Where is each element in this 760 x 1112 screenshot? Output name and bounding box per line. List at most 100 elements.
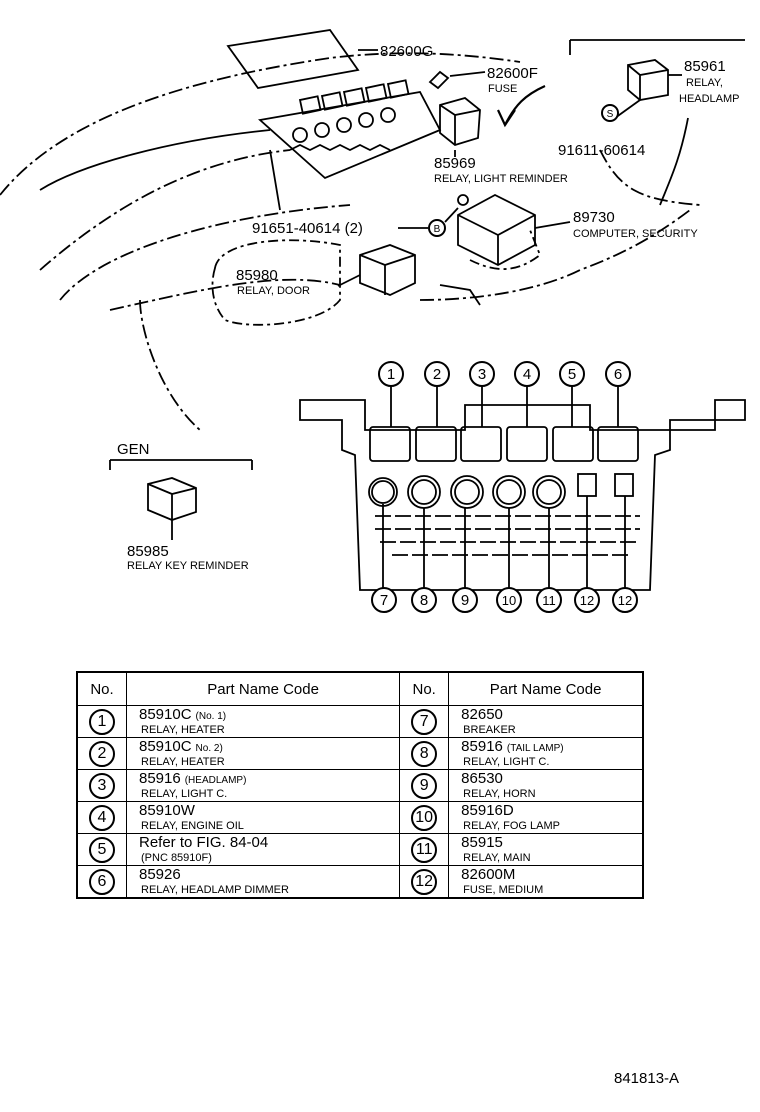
item-number: 9: [411, 772, 438, 799]
part-note: (No. 1): [195, 711, 227, 722]
part-code-line: 82650: [449, 707, 642, 724]
part-name: RELAY, LIGHT C.: [141, 788, 228, 800]
drawing-id: 841813-A: [614, 1070, 680, 1087]
label-light-reminder: RELAY, LIGHT REMINDER: [434, 173, 568, 185]
slot-number-12a: 12: [580, 593, 594, 608]
part-code: 85910C: [139, 738, 192, 755]
item-number: 7: [411, 708, 438, 735]
left-part-cell: 85910C(No. 1)RELAY, HEATER: [125, 705, 401, 738]
slot-number-10: 10: [502, 593, 516, 608]
left-part-cell: Refer to FIG. 84-04(PNC 85910F): [125, 833, 401, 866]
slot-number-1: 1: [387, 366, 395, 383]
relay-85980: [359, 244, 416, 296]
dashboard-outline-left: [139, 299, 201, 431]
item-number: 11: [411, 836, 438, 863]
part-name: RELAY, ENGINE OIL: [141, 820, 244, 832]
part-code-line: 85910C(No. 1): [127, 707, 399, 724]
slot-marker-2: [424, 361, 450, 387]
slot-number-4: 4: [523, 366, 531, 383]
slot-marker-1: [378, 361, 404, 387]
slot-marker-5: [559, 361, 585, 387]
label-headlamp: HEADLAMP: [679, 93, 740, 105]
header-part-left: Part Name Code: [125, 671, 401, 706]
item-number: 4: [89, 804, 115, 831]
relay-85961: [627, 59, 669, 101]
part-name: RELAY, HEATER: [141, 756, 225, 768]
left-number-cell: 5: [76, 833, 127, 866]
part-code-line: 85916D: [449, 803, 642, 820]
part-code: 85910W: [139, 802, 195, 819]
right-number-cell: 9: [399, 769, 450, 802]
label-91651: 91651-40614 (2): [252, 220, 363, 237]
part-note: [195, 807, 199, 818]
fastener-b-letter: B: [434, 224, 441, 235]
part-code: 85915: [461, 834, 503, 851]
right-number-cell: 8: [399, 737, 450, 770]
table-header-row: No. Part Name Code No. Part Name Code: [76, 671, 644, 706]
dashboard-outline-lower: [59, 204, 351, 301]
right-number-cell: 7: [399, 705, 450, 738]
relay-85969: [439, 97, 481, 146]
part-note: (TAIL LAMP): [506, 743, 564, 754]
slot-number-3: 3: [478, 366, 486, 383]
computer-89730: [457, 193, 536, 267]
part-code: 82600M: [461, 866, 516, 883]
part-name: RELAY, MAIN: [463, 852, 531, 864]
dashboard-outline-upper: [0, 52, 521, 196]
dashboard-cut-left: [39, 129, 271, 191]
label-85969: 85969: [434, 155, 476, 172]
slot-marker-3: [469, 361, 495, 387]
item-number: 6: [89, 868, 115, 895]
item-number: 1: [89, 708, 115, 735]
label-key-reminder: RELAY KEY REMINDER: [127, 560, 249, 572]
part-code-line: 85926: [127, 867, 399, 884]
slot-marker-4: [514, 361, 540, 387]
slot-marker-6: [605, 361, 631, 387]
part-note: [503, 775, 507, 786]
dashboard-outline-right: [419, 209, 691, 301]
part-note: No. 2): [195, 743, 223, 754]
part-note: [181, 871, 185, 882]
slot-marker-8: [411, 587, 437, 613]
slot-marker-12b: [612, 587, 638, 613]
fastener-s-marker: [601, 104, 619, 122]
door-relay-recess: [211, 239, 341, 326]
part-code-line: Refer to FIG. 84-04: [127, 835, 399, 852]
part-code-line: 85916(HEADLAMP): [127, 771, 399, 788]
slot-number-2: 2: [433, 366, 441, 383]
header-no-right: No.: [399, 671, 450, 706]
part-code-line: 85915: [449, 835, 642, 852]
left-number-cell: 6: [76, 865, 127, 899]
part-code: 82650: [461, 706, 503, 723]
dashboard-outline-mid: [39, 149, 291, 271]
left-part-cell: 85916(HEADLAMP)RELAY, LIGHT C.: [125, 769, 401, 802]
part-code: Refer to FIG. 84-04: [139, 834, 269, 851]
header-no-left: No.: [76, 671, 127, 706]
label-82600f: 82600F: [487, 65, 538, 82]
label-85961: 85961: [684, 58, 726, 75]
item-number: 12: [411, 868, 438, 895]
dashboard-outline-bottom: [109, 278, 341, 311]
header-part-right: Part Name Code: [448, 671, 644, 706]
right-part-cell: 85916(TAIL LAMP)RELAY, LIGHT C.: [448, 737, 644, 770]
slot-marker-9: [452, 587, 478, 613]
slot-number-7: 7: [380, 592, 388, 609]
part-note: (HEADLAMP): [184, 775, 247, 786]
part-note: [515, 871, 519, 882]
fastener-s-letter: S: [607, 109, 614, 120]
label-relay-85961: RELAY,: [686, 77, 723, 89]
right-number-cell: 11: [399, 833, 450, 866]
part-note: [514, 807, 518, 818]
part-name: RELAY, FOG LAMP: [463, 820, 560, 832]
